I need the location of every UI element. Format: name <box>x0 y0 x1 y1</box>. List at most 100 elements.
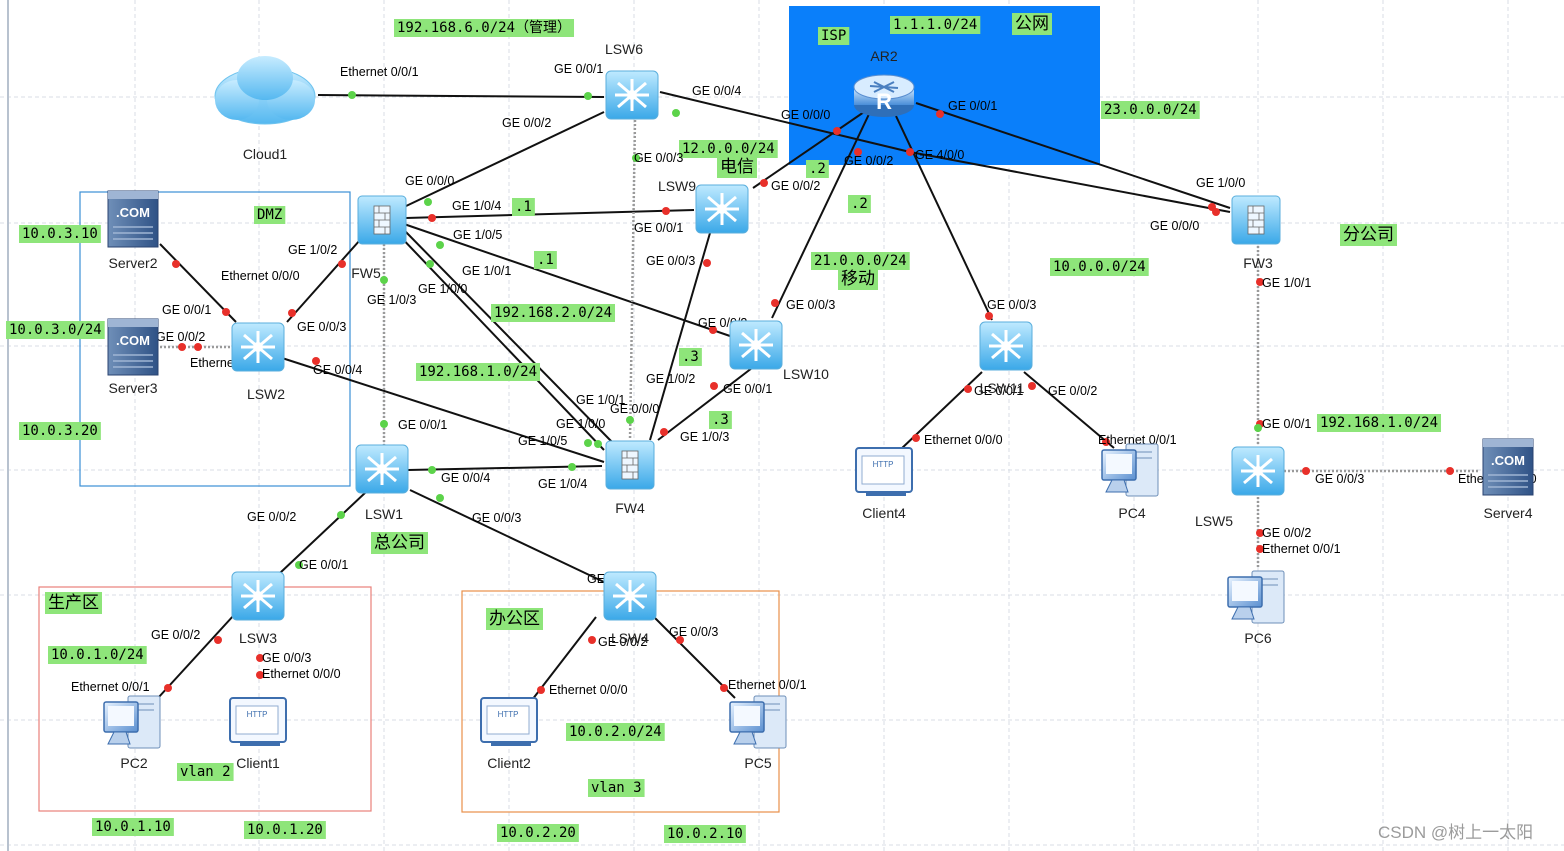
client4[interactable]: Client4 <box>855 447 913 521</box>
svg-text:电信: 电信 <box>720 157 754 177</box>
svg-text:ISP: ISP <box>821 28 846 44</box>
network-label-ip-10-0-1-20: 10.0.1.20 <box>244 821 326 839</box>
port-label-client4-eth: Ethernet 0/0/0 <box>924 433 1003 447</box>
port-label-lsw2-g1: GE 0/0/1 <box>162 303 211 317</box>
port-dot-up <box>594 440 602 448</box>
device-label: Server4 <box>1483 505 1532 521</box>
lsw1[interactable]: LSW1 <box>354 443 410 522</box>
device-label: LSW3 <box>239 630 277 646</box>
svg-text:生产区: 生产区 <box>48 593 99 613</box>
ar2[interactable]: AR2 <box>853 48 915 118</box>
port-label-lsw2-g4: GE 0/0/4 <box>313 363 362 377</box>
port-dot-up <box>380 420 388 428</box>
port-label-ar2-g2: GE 0/0/2 <box>844 154 893 168</box>
port-label-fw5-g000: GE 0/0/0 <box>405 174 454 188</box>
port-label-lsw1-g2: GE 0/0/2 <box>247 510 296 524</box>
network-label-dot3-a: .3 <box>679 348 702 366</box>
network-label-dot1-a: .1 <box>512 198 535 216</box>
lsw11[interactable]: LSW11 <box>978 320 1034 396</box>
lsw4[interactable]: LSW4 <box>602 570 658 646</box>
client2[interactable]: Client2 <box>480 697 538 771</box>
port-label-client2-eth: Ethernet 0/0/0 <box>549 683 628 697</box>
svg-text:10.0.3.20: 10.0.3.20 <box>22 423 98 439</box>
port-label-lsw1-g4: GE 0/0/4 <box>441 471 490 485</box>
svg-text:.3: .3 <box>712 412 729 428</box>
network-label-ip-10-0-3-10: 10.0.3.10 <box>19 225 101 243</box>
svg-text:192.168.1.0/24: 192.168.1.0/24 <box>419 364 537 380</box>
port-label-lsw4-g3: GE 0/0/3 <box>669 625 718 639</box>
port-dot-down <box>338 260 346 268</box>
network-label-vlan3: vlan 3 <box>588 779 645 797</box>
network-label-dot3-b: .3 <box>709 411 732 429</box>
port-dot-down <box>1302 467 1310 475</box>
port-label-fw4-g100: GE 1/0/0 <box>556 417 605 431</box>
switch-icon <box>604 69 660 121</box>
network-label-ip-10-0-1-10: 10.0.1.10 <box>92 818 174 836</box>
port-label-lsw11-g3: GE 0/0/3 <box>987 298 1036 312</box>
lsw9[interactable]: LSW9 <box>658 178 750 235</box>
port-dot-down <box>256 654 264 662</box>
port-dot-down <box>676 636 684 644</box>
network-label-ar2-public: 1.1.1.0/24 <box>890 16 981 34</box>
device-label: Cloud1 <box>243 146 288 162</box>
cloud1[interactable]: Cloud1 <box>214 56 316 162</box>
port-dot-down <box>288 309 296 317</box>
fw4[interactable]: FW4 <box>605 440 655 516</box>
device-label: FW4 <box>615 500 645 516</box>
pc5[interactable]: PC5 <box>729 695 787 771</box>
svg-text:.1: .1 <box>537 252 554 268</box>
port-label-lsw2-g2: GE 0/0/2 <box>156 330 205 344</box>
device-label: Server3 <box>108 380 157 396</box>
svg-text:10.0.3.0/24: 10.0.3.0/24 <box>9 322 102 338</box>
switch-icon <box>230 321 286 373</box>
network-label-dot2-b: .2 <box>848 195 871 213</box>
svg-text:移动: 移动 <box>841 269 875 289</box>
port-dot-up <box>584 92 592 100</box>
pc4[interactable]: PC4 <box>1101 443 1159 521</box>
server2[interactable]: Server2 <box>107 190 159 271</box>
client1[interactable]: Client1 <box>229 697 287 771</box>
port-label-lsw3-g2: GE 0/0/2 <box>151 628 200 642</box>
pc-icon <box>729 695 787 749</box>
port-dot-down <box>256 671 264 679</box>
device-label: LSW2 <box>247 386 285 402</box>
device-label: LSW9 <box>658 178 696 194</box>
pc6[interactable]: PC6 <box>1227 570 1285 646</box>
lsw5[interactable]: LSW5 <box>1195 445 1286 529</box>
svg-text:公网: 公网 <box>1015 14 1049 34</box>
lsw2[interactable]: LSW2 <box>230 321 286 402</box>
server4[interactable]: Server4 <box>1482 438 1534 521</box>
port-label-fw4-g105: GE 1/0/5 <box>518 434 567 448</box>
port-label-fw4-g104: GE 1/0/4 <box>538 477 587 491</box>
svg-text:10.0.0.0/24: 10.0.0.0/24 <box>1053 259 1146 275</box>
port-label-ar2-g0: GE 0/0/0 <box>781 108 830 122</box>
port-label-fw3-g101: GE 1/0/1 <box>1262 276 1311 290</box>
port-label-pc6-eth: Ethernet 0/0/1 <box>1262 542 1341 556</box>
port-dot-down <box>537 686 545 694</box>
svg-text:10.0.2.20: 10.0.2.20 <box>500 825 576 841</box>
port-label-fw5-g100: GE 1/0/0 <box>418 282 467 296</box>
port-dot-down <box>703 259 711 267</box>
firewall-icon <box>357 195 407 245</box>
network-label-net10-0-1: 10.0.1.0/24 <box>48 646 147 664</box>
server3[interactable]: Server3 <box>107 318 159 396</box>
device-label: LSW1 <box>365 506 403 522</box>
fw5[interactable]: FW5 <box>351 195 407 281</box>
port-dot-down <box>222 308 230 316</box>
port-label-fw5-g103: GE 1/0/3 <box>367 293 416 307</box>
pc2[interactable]: PC2 <box>103 695 161 771</box>
network-label-public-net: 公网 <box>1012 13 1052 35</box>
port-label-fw4-g000: GE 0/0/0 <box>610 402 659 416</box>
port-dot-down <box>428 214 436 222</box>
svg-text:10.0.2.0/24: 10.0.2.0/24 <box>569 724 662 740</box>
svg-text:192.168.1.0/24: 192.168.1.0/24 <box>1320 415 1438 431</box>
port-label-lsw6-g3: GE 0/0/3 <box>634 151 683 165</box>
lsw3[interactable]: LSW3 <box>230 570 286 646</box>
lsw10[interactable]: LSW10 <box>728 319 829 382</box>
port-dot-down <box>709 326 717 334</box>
port-dot-down <box>985 312 993 320</box>
port-label-lsw11-g2: GE 0/0/2 <box>1048 384 1097 398</box>
firewall-icon <box>605 440 655 490</box>
lsw6[interactable]: LSW6 <box>604 41 660 121</box>
fw3[interactable]: FW3 <box>1231 195 1281 271</box>
